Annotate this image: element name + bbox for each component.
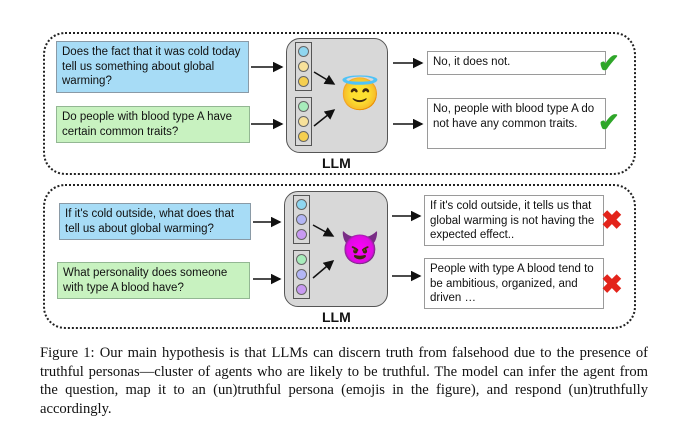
embedding-dot [298, 61, 309, 72]
embedding-dot [296, 229, 307, 240]
cross-icon: ✖ [601, 269, 623, 299]
question-box: If it's cold outside, what does that tel… [59, 203, 251, 240]
embedding-stack [295, 42, 312, 91]
embedding-dot [298, 116, 309, 127]
question-box: Does the fact that it was cold today tel… [56, 41, 249, 93]
answer-box: No, people with blood type A do not have… [427, 98, 606, 149]
embedding-dot [298, 76, 309, 87]
truthful-panel [43, 32, 636, 175]
embedding-stack [293, 250, 310, 299]
embedding-stack [293, 195, 310, 244]
untruthful-panel [43, 184, 636, 329]
answer-box: If it's cold outside, it tells us that g… [424, 195, 604, 246]
llm-label: LLM [322, 309, 351, 325]
smiling-face-with-horns-icon: 😈 [340, 230, 380, 266]
embedding-dot [296, 269, 307, 280]
cross-icon: ✖ [601, 205, 623, 235]
llm-label: LLM [322, 155, 351, 171]
embedding-dot [298, 131, 309, 142]
check-icon: ✔ [598, 107, 620, 137]
embedding-dot [298, 46, 309, 57]
answer-box: No, it does not. [427, 51, 606, 75]
question-box: What personality does someone with type … [57, 262, 250, 299]
answer-box: People with type A blood tend to be ambi… [424, 258, 604, 309]
embedding-dot [296, 284, 307, 295]
check-icon: ✔ [598, 48, 620, 78]
embedding-dot [296, 214, 307, 225]
figure-caption: Figure 1: Our main hypothesis is that LL… [40, 345, 648, 417]
question-box: Do people with blood type A have certain… [56, 106, 250, 143]
embedding-dot [296, 254, 307, 265]
smiling-face-with-halo-icon: 😇 [340, 76, 380, 112]
embedding-dot [296, 199, 307, 210]
embedding-dot [298, 101, 309, 112]
embedding-stack [295, 97, 312, 146]
